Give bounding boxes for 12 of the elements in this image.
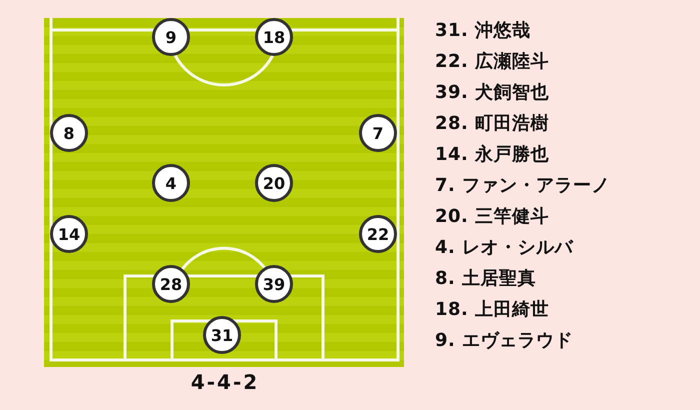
formation-caption: 4-4-2 bbox=[190, 369, 260, 395]
player-name: 18. 上田綺世 bbox=[435, 298, 550, 322]
player-name: 9. エヴェラウド bbox=[435, 329, 574, 353]
player-name: 31. 沖悠哉 bbox=[435, 19, 531, 43]
player-name: 7. ファン・アラーノ bbox=[435, 174, 610, 198]
player-name: 20. 三竿健斗 bbox=[435, 205, 550, 229]
player-name: 28. 町田浩樹 bbox=[435, 112, 550, 136]
player-name: 39. 犬飼智也 bbox=[435, 81, 550, 105]
player-name: 8. 土居聖真 bbox=[435, 267, 536, 291]
player-name: 14. 永戸勝也 bbox=[435, 143, 550, 167]
player-name: 22. 広瀬陸斗 bbox=[435, 50, 550, 74]
player-name: 4. レオ・シルバ bbox=[435, 236, 574, 260]
